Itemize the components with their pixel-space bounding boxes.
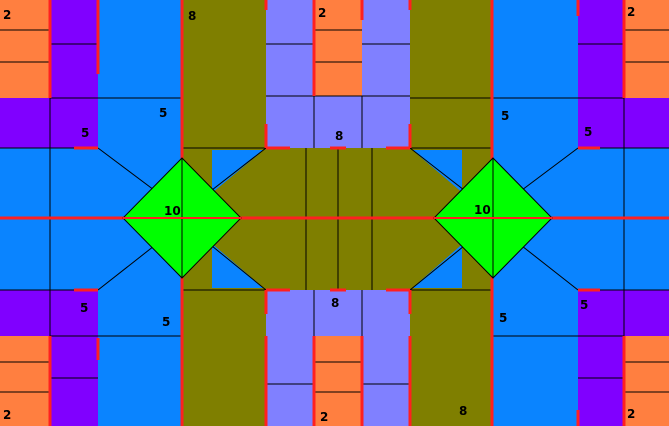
label-orange-bl: 2 bbox=[3, 408, 11, 422]
orange-home-bottom-right[interactable] bbox=[624, 336, 669, 426]
label-olive-bottom: 8 bbox=[459, 404, 467, 418]
label-blue-tl: 5 bbox=[159, 106, 167, 120]
label-green-left: 10 bbox=[164, 204, 181, 218]
orange-home-bottom-left[interactable] bbox=[0, 336, 50, 426]
label-purple-tl: 5 bbox=[81, 126, 89, 140]
label-orange-bm: 2 bbox=[320, 410, 328, 424]
label-blue-tr: 5 bbox=[501, 109, 509, 123]
purple-track-top-right[interactable] bbox=[578, 0, 669, 148]
label-lavender-top: 8 bbox=[335, 129, 343, 143]
lavender-column-bottom-right[interactable] bbox=[362, 336, 410, 426]
lavender-column-bottom-left[interactable] bbox=[266, 336, 314, 426]
orange-home-top-middle[interactable] bbox=[314, 0, 362, 96]
olive-region-top-left[interactable] bbox=[182, 0, 266, 150]
label-lavender-bottom: 8 bbox=[331, 296, 339, 310]
purple-track-bottom-right[interactable] bbox=[578, 290, 669, 426]
label-purple-br: 5 bbox=[580, 298, 588, 312]
green-diamond-right[interactable] bbox=[433, 157, 553, 279]
label-olive-top: 8 bbox=[188, 9, 196, 23]
label-blue-bl: 5 bbox=[162, 315, 170, 329]
orange-home-top-right[interactable] bbox=[624, 0, 669, 98]
olive-region-bottom-right[interactable] bbox=[410, 288, 492, 426]
lavender-row-top[interactable] bbox=[266, 96, 410, 148]
label-orange-br: 2 bbox=[627, 407, 635, 421]
label-orange-tr: 2 bbox=[627, 5, 635, 19]
orange-home-bottom-middle[interactable] bbox=[314, 336, 362, 426]
label-purple-tr: 5 bbox=[584, 125, 592, 139]
purple-track-top-left[interactable] bbox=[0, 0, 98, 148]
label-orange-tl: 2 bbox=[3, 8, 11, 22]
purple-track-bottom-left[interactable] bbox=[0, 290, 98, 426]
orange-home-top-left[interactable] bbox=[0, 0, 50, 98]
green-diamond-left[interactable] bbox=[122, 157, 242, 279]
label-blue-br: 5 bbox=[499, 311, 507, 325]
lavender-row-bottom[interactable] bbox=[266, 290, 410, 336]
olive-region-bottom-left[interactable] bbox=[182, 288, 266, 426]
label-green-right: 10 bbox=[474, 203, 491, 217]
label-purple-bl: 5 bbox=[80, 301, 88, 315]
olive-region-top-right[interactable] bbox=[410, 0, 492, 150]
label-orange-tm: 2 bbox=[318, 6, 326, 20]
